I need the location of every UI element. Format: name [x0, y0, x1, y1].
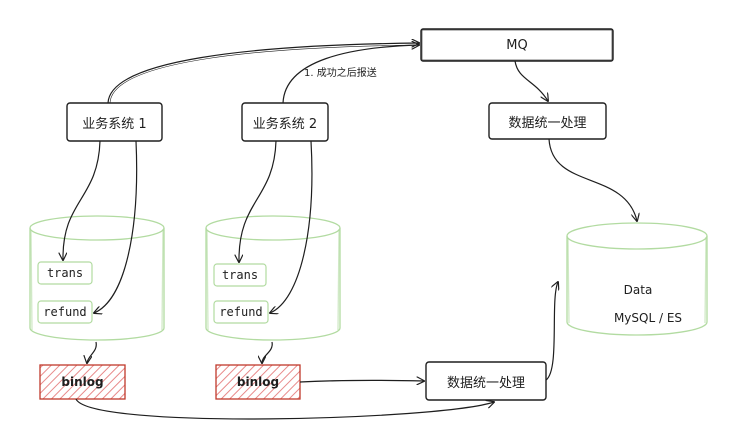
edge-biz1-mq [107, 43, 419, 104]
edge-proc-bottom-data [545, 282, 558, 381]
biz1-box[interactable] [66, 102, 163, 142]
edge-binlog1-proc [75, 398, 494, 420]
db2-cylinder [205, 215, 341, 341]
edge-biz1-trans [63, 140, 101, 260]
mq-box[interactable] [420, 28, 614, 62]
biz2-box[interactable] [241, 102, 329, 142]
edge-binlog2-proc [299, 380, 424, 382]
db1-binlog-box[interactable] [39, 364, 126, 400]
edge-db1-binlog [87, 341, 97, 363]
db1-cylinder [29, 215, 165, 341]
db1-trans-box [37, 261, 93, 285]
db2-binlog-box[interactable] [215, 364, 301, 400]
db1-refund-box [37, 300, 93, 324]
edge-biz2-trans [239, 140, 277, 262]
proc-top-box[interactable] [488, 102, 607, 140]
edge-proc-top-data [548, 138, 637, 221]
edge-db2-binlog [262, 341, 273, 363]
edge-biz1-refund [94, 140, 138, 313]
data-store-cylinder [566, 222, 708, 336]
db2-refund-box [213, 300, 269, 324]
edge-biz2-refund [270, 140, 313, 313]
db2-trans-box [213, 263, 267, 287]
proc-bottom-box[interactable] [425, 361, 547, 401]
edge-mq-proc-top [514, 60, 548, 101]
edge-biz2-mq [282, 45, 419, 104]
